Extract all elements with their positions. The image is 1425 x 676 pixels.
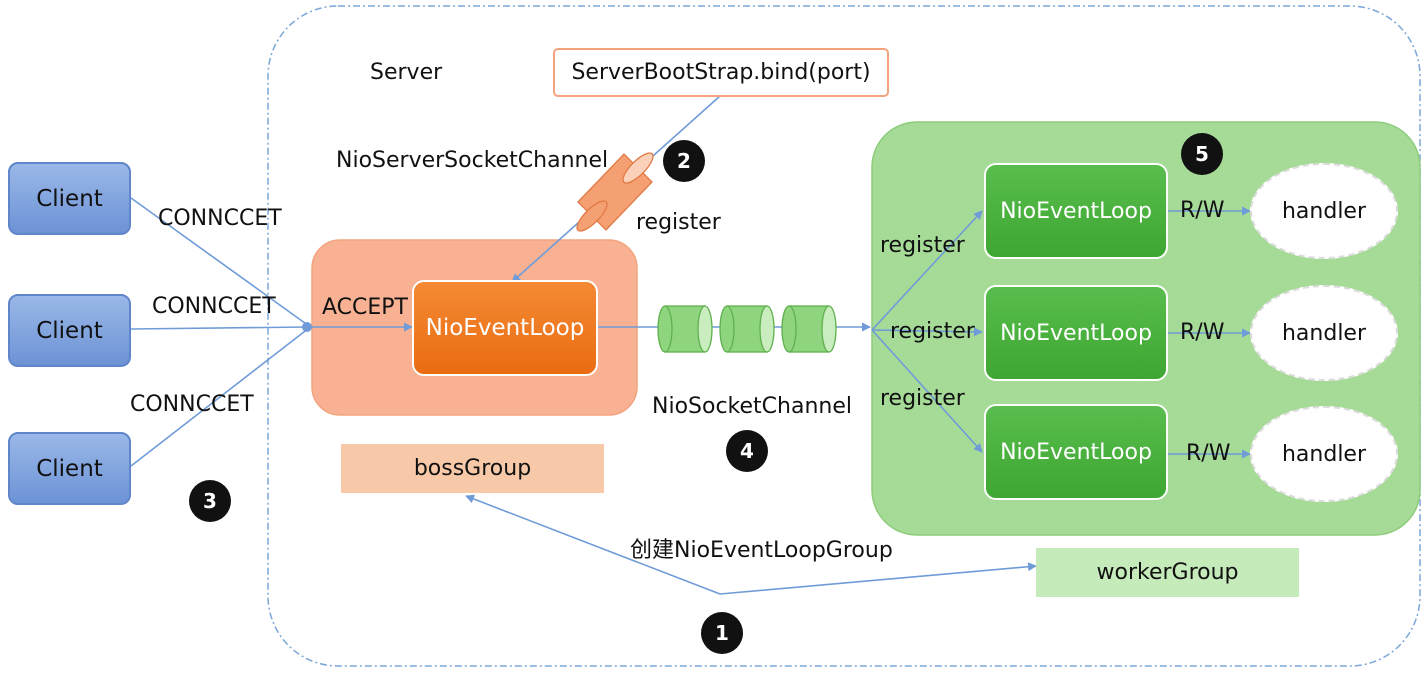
accept-label: ACCEPT bbox=[322, 295, 408, 320]
register-arrows bbox=[871, 210, 983, 453]
socket-channel-cylinder bbox=[657, 305, 713, 353]
client-label: Client bbox=[36, 185, 103, 212]
client-label: Client bbox=[36, 455, 103, 482]
boss-event-loop-label: NioEventLoop bbox=[425, 315, 585, 341]
connect-label: CONNCCET bbox=[130, 392, 254, 417]
boss-group-box: bossGroup bbox=[341, 444, 604, 493]
handler-ellipse: handler bbox=[1250, 163, 1398, 259]
handler-label: handler bbox=[1281, 441, 1367, 467]
server-socket-channel-cylinder bbox=[576, 152, 654, 232]
socket-channel-cylinder bbox=[781, 305, 837, 353]
rw-label: R/W bbox=[1186, 441, 1231, 466]
step-marker-3: 3 bbox=[189, 480, 231, 522]
create-group-arrows bbox=[465, 494, 1037, 595]
worker-event-loop-label: NioEventLoop bbox=[1000, 439, 1152, 465]
client-label: Client bbox=[36, 317, 103, 344]
worker-event-loop-box: NioEventLoop bbox=[984, 404, 1168, 500]
worker-event-loop-box: NioEventLoop bbox=[984, 285, 1168, 381]
handler-ellipse: handler bbox=[1250, 285, 1398, 381]
worker-group-box: workerGroup bbox=[1036, 548, 1299, 597]
server-label: Server bbox=[370, 60, 443, 85]
create-group-label: 创建NioEventLoopGroup bbox=[630, 538, 893, 563]
worker-register-label: register bbox=[880, 233, 965, 258]
worker-event-loop-label: NioEventLoop bbox=[1000, 320, 1152, 346]
client-junction-dot bbox=[302, 322, 312, 332]
bootstrap-bind-box: ServerBootStrap.bind(port) bbox=[553, 48, 889, 97]
step-marker-2: 2 bbox=[663, 140, 705, 182]
boss-event-loop-box: NioEventLoop bbox=[412, 280, 598, 376]
step-marker-1: 1 bbox=[701, 612, 743, 654]
rw-label: R/W bbox=[1180, 320, 1225, 345]
handler-label: handler bbox=[1281, 198, 1367, 224]
worker-event-loop-label: NioEventLoop bbox=[1000, 198, 1152, 224]
bootstrap-bind-label: ServerBootStrap.bind(port) bbox=[571, 60, 871, 85]
boss-group-label: bossGroup bbox=[413, 456, 532, 481]
client-box: Client bbox=[8, 432, 131, 505]
worker-register-label: register bbox=[890, 319, 975, 344]
worker-event-loop-box: NioEventLoop bbox=[984, 163, 1168, 259]
rw-label: R/W bbox=[1180, 198, 1225, 223]
connect-label: CONNCCET bbox=[152, 294, 276, 319]
client-box: Client bbox=[8, 294, 131, 367]
client-connection-lines bbox=[130, 197, 310, 467]
socket-channel-cylinder bbox=[719, 305, 775, 353]
socket-channel-cylinders bbox=[657, 305, 837, 353]
worker-register-label: register bbox=[880, 386, 965, 411]
step-marker-5: 5 bbox=[1181, 133, 1223, 175]
connect-label: CONNCCET bbox=[158, 206, 282, 231]
rw-arrows bbox=[1168, 206, 1251, 459]
handler-ellipse: handler bbox=[1250, 406, 1398, 502]
worker-group-label: workerGroup bbox=[1096, 560, 1239, 585]
handler-label: handler bbox=[1281, 320, 1367, 346]
boss-register-label: register bbox=[636, 210, 721, 235]
client-box: Client bbox=[8, 162, 131, 235]
step-marker-4: 4 bbox=[726, 430, 768, 472]
server-socket-channel-label: NioServerSocketChannel bbox=[336, 148, 609, 173]
socket-channel-label: NioSocketChannel bbox=[652, 394, 852, 419]
